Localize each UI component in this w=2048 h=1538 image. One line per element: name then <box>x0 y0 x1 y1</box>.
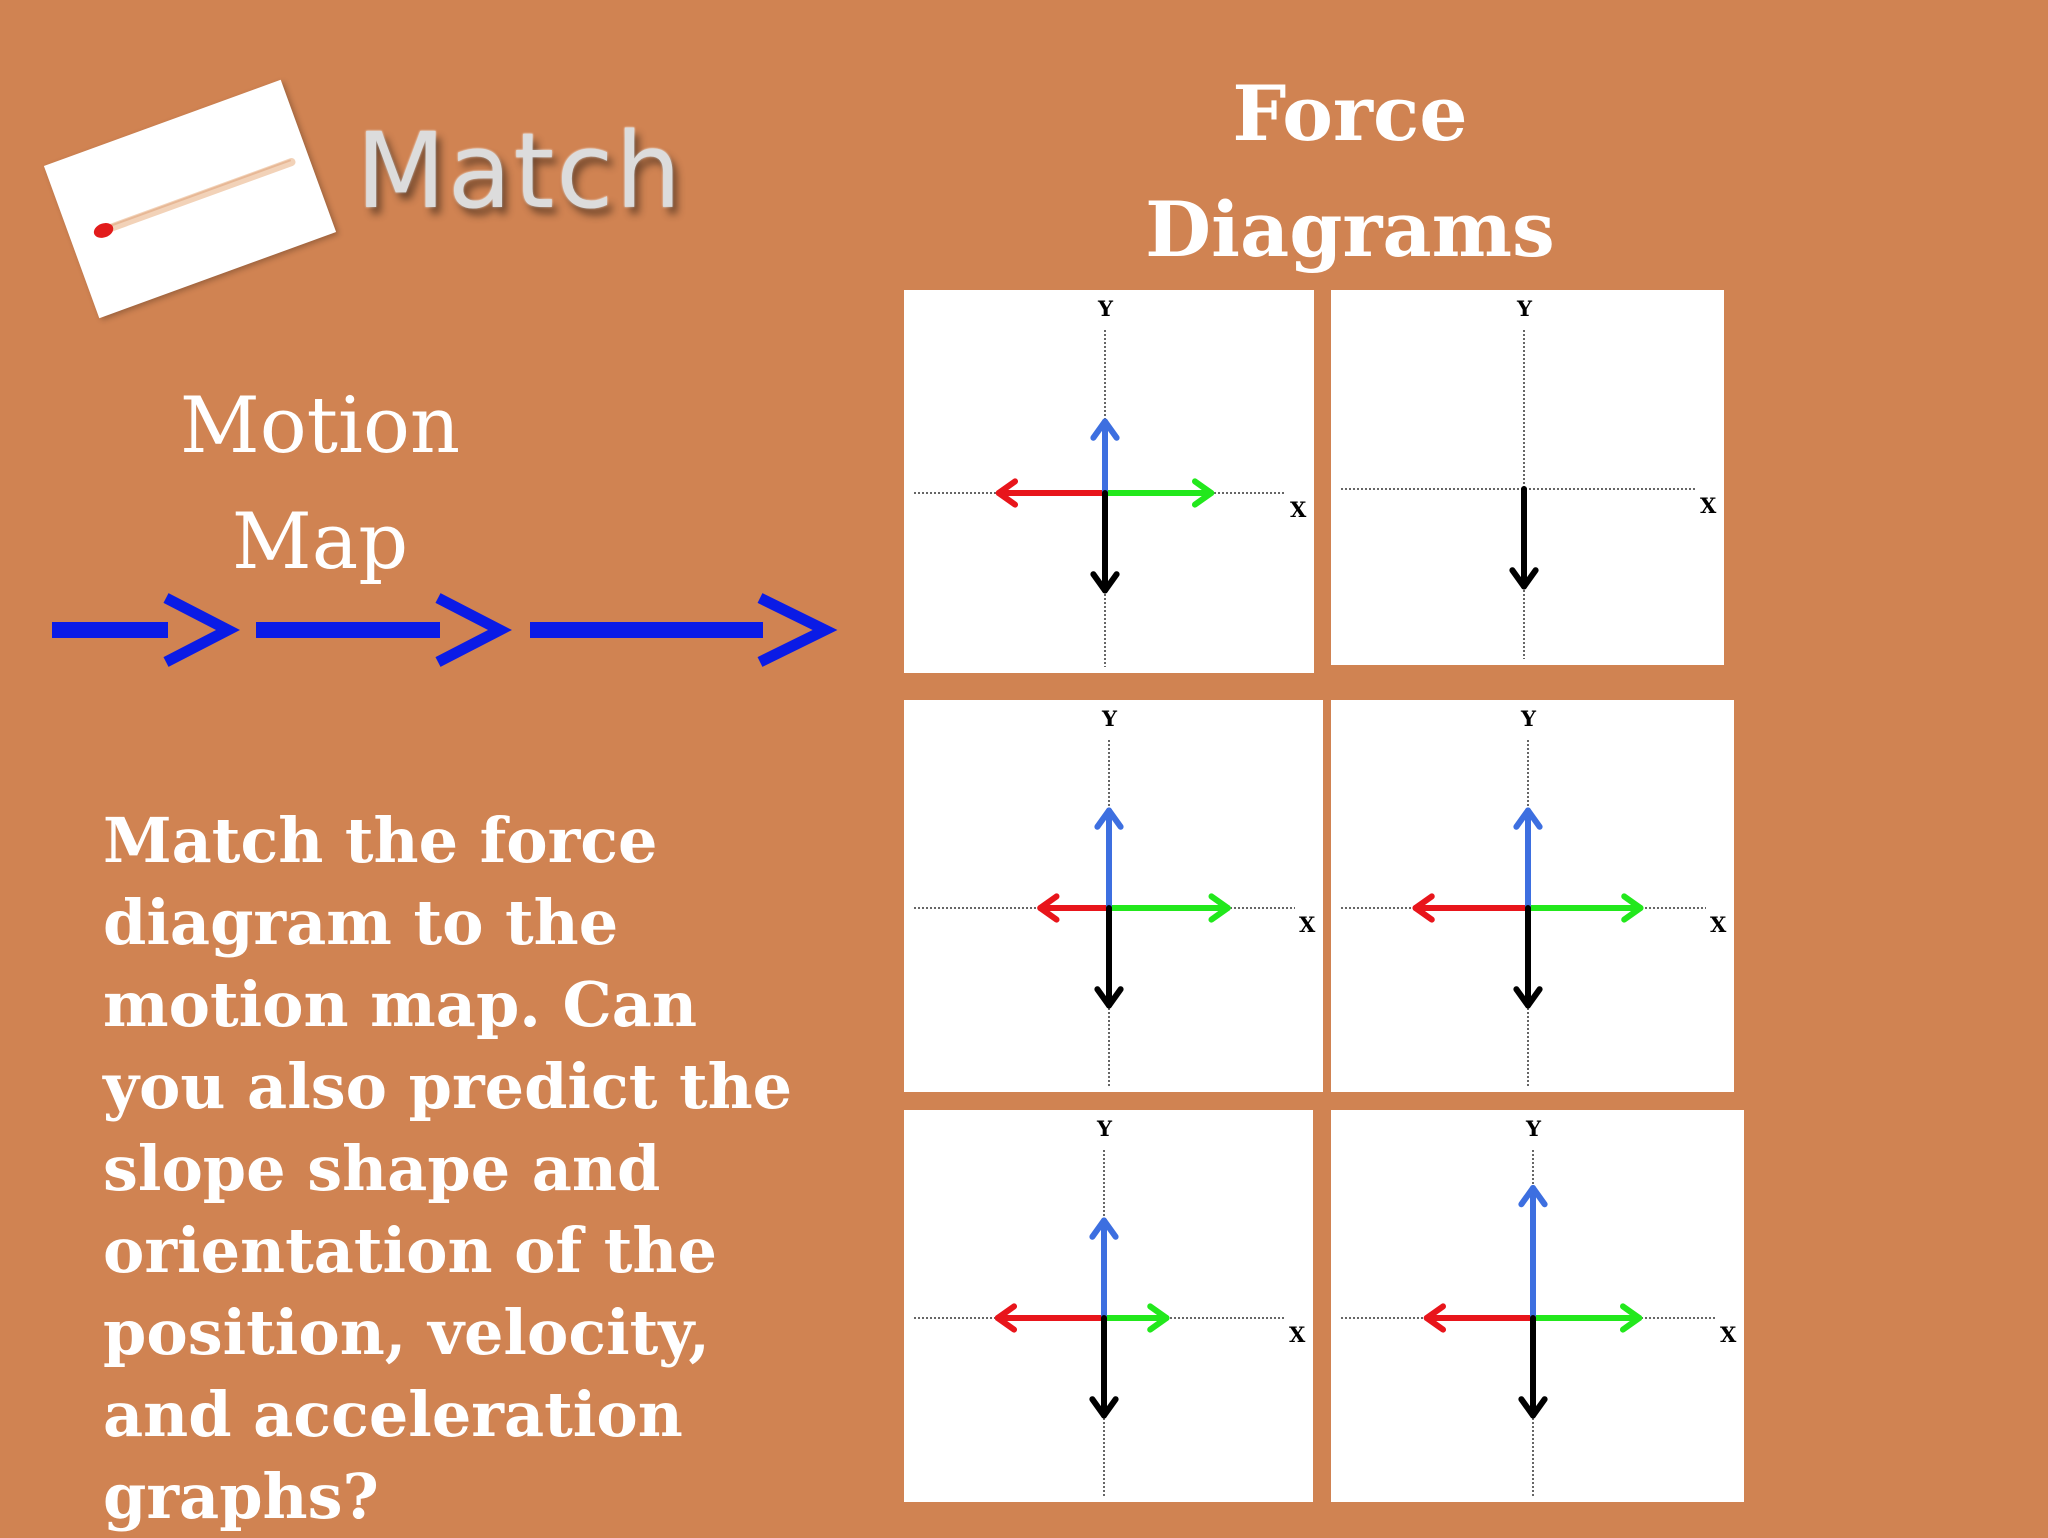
down-force-arrow <box>1509 486 1539 590</box>
y-axis-label: Y <box>1098 296 1113 321</box>
match-head-icon <box>93 223 114 238</box>
y-axis-label: Y <box>1102 706 1117 731</box>
x-axis-label: X <box>1289 1322 1306 1347</box>
y-axis-label: Y <box>1521 706 1536 731</box>
y-axis-label: Y <box>1517 296 1532 321</box>
right-force-arrow <box>1102 478 1215 508</box>
y-axis-label: Y <box>1097 1116 1112 1141</box>
down-force-arrow <box>1089 1315 1119 1419</box>
up-force-arrow <box>1090 418 1120 496</box>
x-axis-label: X <box>1299 912 1316 937</box>
left-force-arrow <box>995 478 1108 508</box>
left-force-arrow <box>994 1303 1107 1333</box>
motion-map <box>52 593 838 667</box>
down-force-arrow <box>1513 905 1543 1009</box>
motion-vector-medium <box>256 593 512 667</box>
motion-title-line1: Motion <box>179 381 461 471</box>
left-force-arrow <box>1412 893 1531 923</box>
motion-vector-long <box>530 593 838 667</box>
up-force-arrow <box>1089 1217 1119 1321</box>
right-force-arrow <box>1106 893 1231 923</box>
left-force-arrow <box>1037 893 1112 923</box>
y-axis-label: Y <box>1526 1116 1541 1141</box>
right-force-arrow <box>1101 1303 1170 1333</box>
match-title: Match <box>356 110 684 232</box>
down-force-arrow <box>1090 490 1120 594</box>
x-axis-label: X <box>1710 912 1727 937</box>
motion-title-line2: Map <box>231 497 409 587</box>
right-force-arrow <box>1530 1303 1643 1333</box>
up-force-arrow <box>1094 807 1124 911</box>
motion-vector-short <box>52 593 240 667</box>
down-force-arrow <box>1518 1315 1548 1419</box>
left-force-arrow <box>1423 1303 1536 1333</box>
up-force-arrow <box>1513 807 1543 911</box>
down-force-arrow <box>1094 905 1124 1009</box>
x-axis-label: X <box>1290 497 1307 522</box>
x-axis-label: X <box>1700 493 1717 518</box>
x-axis-label: X <box>1720 1322 1737 1347</box>
motion-map-title: Motion Map <box>150 368 490 600</box>
instruction-text: Match the force diagram to the motion ma… <box>103 804 793 1533</box>
right-force-arrow <box>1525 893 1644 923</box>
force-title-line1: Force <box>1232 69 1468 158</box>
match-stick-image <box>43 79 337 319</box>
force-diagrams-title: Force Diagrams <box>1120 56 1580 288</box>
up-force-arrow <box>1518 1185 1548 1321</box>
force-title-line2: Diagrams <box>1145 185 1555 274</box>
